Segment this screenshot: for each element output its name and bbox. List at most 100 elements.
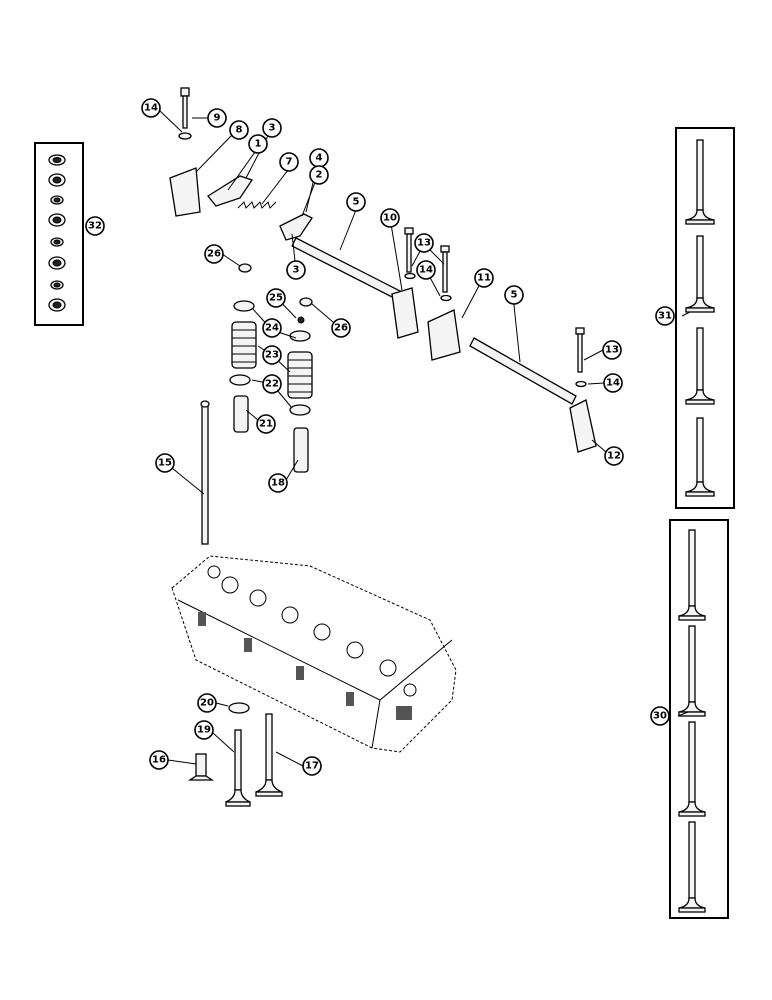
callout-15: 15: [155, 453, 175, 473]
bolt: [440, 245, 450, 293]
callout-18: 18: [268, 473, 288, 493]
callout-22: 22: [262, 374, 282, 394]
keeper: [299, 297, 313, 307]
washer: [178, 132, 192, 140]
callout-2: 2: [309, 165, 329, 185]
callout-14: 14: [416, 260, 436, 280]
svg-text:7: 7: [286, 157, 293, 168]
callout-19: 19: [194, 720, 214, 740]
intake-valve: [225, 729, 251, 807]
svg-text:18: 18: [271, 478, 285, 489]
callout-labels: 14 9 8 3 1 7 4 2 5 10 13 14 11 5 3 26 25…: [85, 98, 675, 776]
spring-retainer: [289, 330, 311, 342]
svg-text:4: 4: [316, 153, 323, 164]
callout-9: 9: [207, 108, 227, 128]
lower-parts: [187, 702, 283, 807]
svg-text:23: 23: [265, 350, 279, 361]
valve-spring: [287, 351, 313, 399]
valve-guide: [233, 395, 249, 433]
callout-21: 21: [256, 414, 276, 434]
svg-text:20: 20: [200, 698, 214, 709]
svg-text:11: 11: [477, 273, 491, 284]
spring-seat: [229, 374, 251, 386]
svg-text:21: 21: [259, 419, 273, 430]
bolt: [404, 227, 414, 273]
callout-23: 23: [262, 345, 282, 365]
rocker-shaft: [291, 237, 403, 301]
spring-seat: [289, 404, 311, 416]
svg-text:22: 22: [265, 379, 279, 390]
keeper: [238, 263, 252, 273]
spring-retainer: [233, 300, 255, 312]
svg-text:12: 12: [607, 451, 621, 462]
callout-26: 26: [204, 244, 224, 264]
valve-spring: [231, 321, 257, 369]
callout-16: 16: [149, 750, 169, 770]
callout-14: 14: [603, 373, 623, 393]
valve-guide: [187, 753, 215, 781]
svg-text:24: 24: [265, 323, 279, 334]
leader-lines: [158, 109, 691, 767]
bolt: [180, 87, 190, 129]
svg-text:16: 16: [152, 755, 166, 766]
callout-13: 13: [602, 340, 622, 360]
callout-30: 30: [650, 706, 670, 726]
svg-text:15: 15: [158, 458, 172, 469]
callout-5: 5: [346, 192, 366, 212]
svg-text:25: 25: [269, 293, 283, 304]
bracket: [169, 167, 201, 217]
seal: [297, 316, 305, 324]
callout-11: 11: [474, 268, 494, 288]
callout-32: 32: [85, 216, 105, 236]
valve-seat-insert: [228, 702, 250, 714]
exhaust-valve: [255, 713, 283, 797]
callout-25: 25: [266, 288, 286, 308]
svg-text:14: 14: [419, 265, 433, 276]
svg-text:5: 5: [353, 197, 360, 208]
bracket: [391, 287, 419, 339]
rocker-assembly: [169, 87, 597, 453]
svg-text:9: 9: [214, 113, 221, 124]
keeper-set: [48, 154, 66, 312]
washer: [440, 294, 452, 302]
push-rod: [200, 400, 210, 545]
valve-set-31: [685, 139, 715, 497]
valve-set-30: [678, 529, 706, 913]
bracket: [569, 399, 597, 453]
svg-text:26: 26: [207, 249, 221, 260]
svg-text:8: 8: [236, 125, 243, 136]
callout-3: 3: [286, 260, 306, 280]
svg-text:3: 3: [269, 123, 276, 134]
valve-guide: [293, 427, 309, 473]
svg-text:13: 13: [417, 238, 431, 249]
rocker-arm: [207, 175, 254, 207]
rocker-shaft: [469, 337, 577, 405]
svg-text:13: 13: [605, 345, 619, 356]
callout-4: 4: [309, 148, 329, 168]
kit-box-30: [669, 519, 729, 919]
callout-31: 31: [655, 306, 675, 326]
callout-3: 3: [262, 118, 282, 138]
callout-5: 5: [504, 285, 524, 305]
valve-spring-group: [229, 263, 313, 473]
spring: [237, 201, 277, 209]
rocker-arm: [279, 213, 313, 241]
svg-text:31: 31: [658, 311, 672, 322]
svg-text:10: 10: [383, 213, 397, 224]
callout-1: 1: [248, 134, 268, 154]
callout-20: 20: [197, 693, 217, 713]
svg-text:19: 19: [197, 725, 211, 736]
kit-box-31: [675, 127, 735, 509]
svg-text:32: 32: [88, 221, 102, 232]
svg-text:1: 1: [255, 139, 262, 150]
svg-text:14: 14: [144, 103, 158, 114]
washer: [575, 380, 587, 388]
callout-12: 12: [604, 446, 624, 466]
callout-17: 17: [302, 756, 322, 776]
svg-text:5: 5: [511, 290, 518, 301]
callout-13: 13: [414, 233, 434, 253]
svg-text:14: 14: [606, 378, 620, 389]
bracket: [427, 309, 461, 361]
callout-8: 8: [229, 120, 249, 140]
